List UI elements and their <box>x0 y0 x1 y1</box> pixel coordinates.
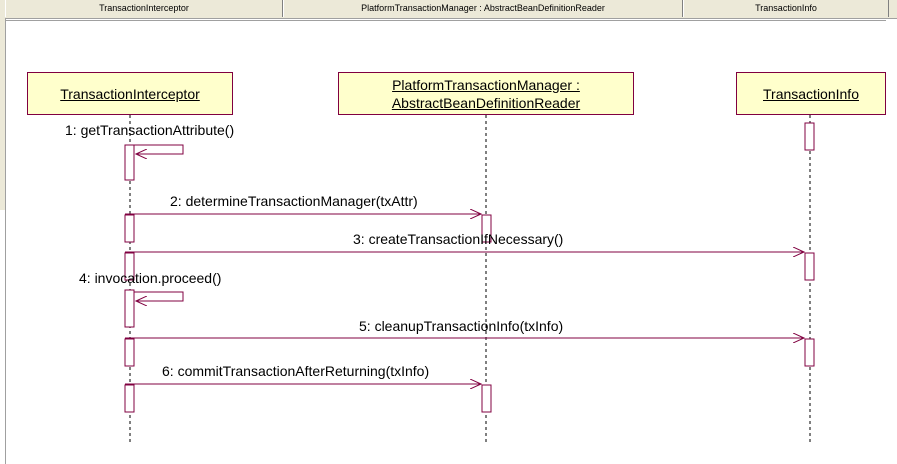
diagram-canvas <box>5 20 886 464</box>
column-header-platform-transaction-manager[interactable]: PlatformTransactionManager : AbstractBea… <box>283 0 683 17</box>
activation-bar[interactable] <box>124 144 135 181</box>
message-label-6[interactable]: 6: commitTransactionAfterReturning(txInf… <box>162 363 430 379</box>
activation-bar[interactable] <box>124 252 135 281</box>
object-label: TransactionInfo <box>763 85 859 102</box>
activation-bar[interactable] <box>804 252 815 281</box>
object-label-line2: AbstractBeanDefinitionReader <box>391 94 581 111</box>
message-label-1[interactable]: 1: getTransactionAttribute() <box>65 122 235 138</box>
activation-bar[interactable] <box>124 289 135 328</box>
object-box-transaction-interceptor[interactable]: TransactionInterceptor <box>27 72 233 115</box>
object-label: TransactionInterceptor <box>60 85 200 102</box>
message-label-2[interactable]: 2: determineTransactionManager(txAttr) <box>170 193 418 209</box>
message-arrow-1[interactable] <box>134 144 184 154</box>
column-header-bar: TransactionInterceptor PlatformTransacti… <box>0 0 897 19</box>
message-arrow-4[interactable] <box>134 291 184 301</box>
column-header-transaction-info[interactable]: TransactionInfo <box>683 0 889 17</box>
activation-bar[interactable] <box>481 214 492 243</box>
activation-bar[interactable] <box>124 214 135 243</box>
activation-bar[interactable] <box>124 384 135 413</box>
object-box-platform-transaction-manager[interactable]: PlatformTransactionManager : AbstractBea… <box>338 72 634 115</box>
activation-bar[interactable] <box>804 338 815 367</box>
object-box-transaction-info[interactable]: TransactionInfo <box>736 72 886 115</box>
activation-bar[interactable] <box>481 384 492 413</box>
message-label-4[interactable]: 4: invocation.proceed() <box>79 270 222 286</box>
object-label-line1: PlatformTransactionManager : <box>392 76 580 93</box>
message-label-5[interactable]: 5: cleanupTransactionInfo(txInfo) <box>359 318 564 334</box>
message-label-3[interactable]: 3: createTransactionIfNecessary() <box>353 231 564 247</box>
activation-bar[interactable] <box>124 338 135 367</box>
activation-bar[interactable] <box>804 122 815 151</box>
column-header-transaction-interceptor[interactable]: TransactionInterceptor <box>5 0 283 17</box>
